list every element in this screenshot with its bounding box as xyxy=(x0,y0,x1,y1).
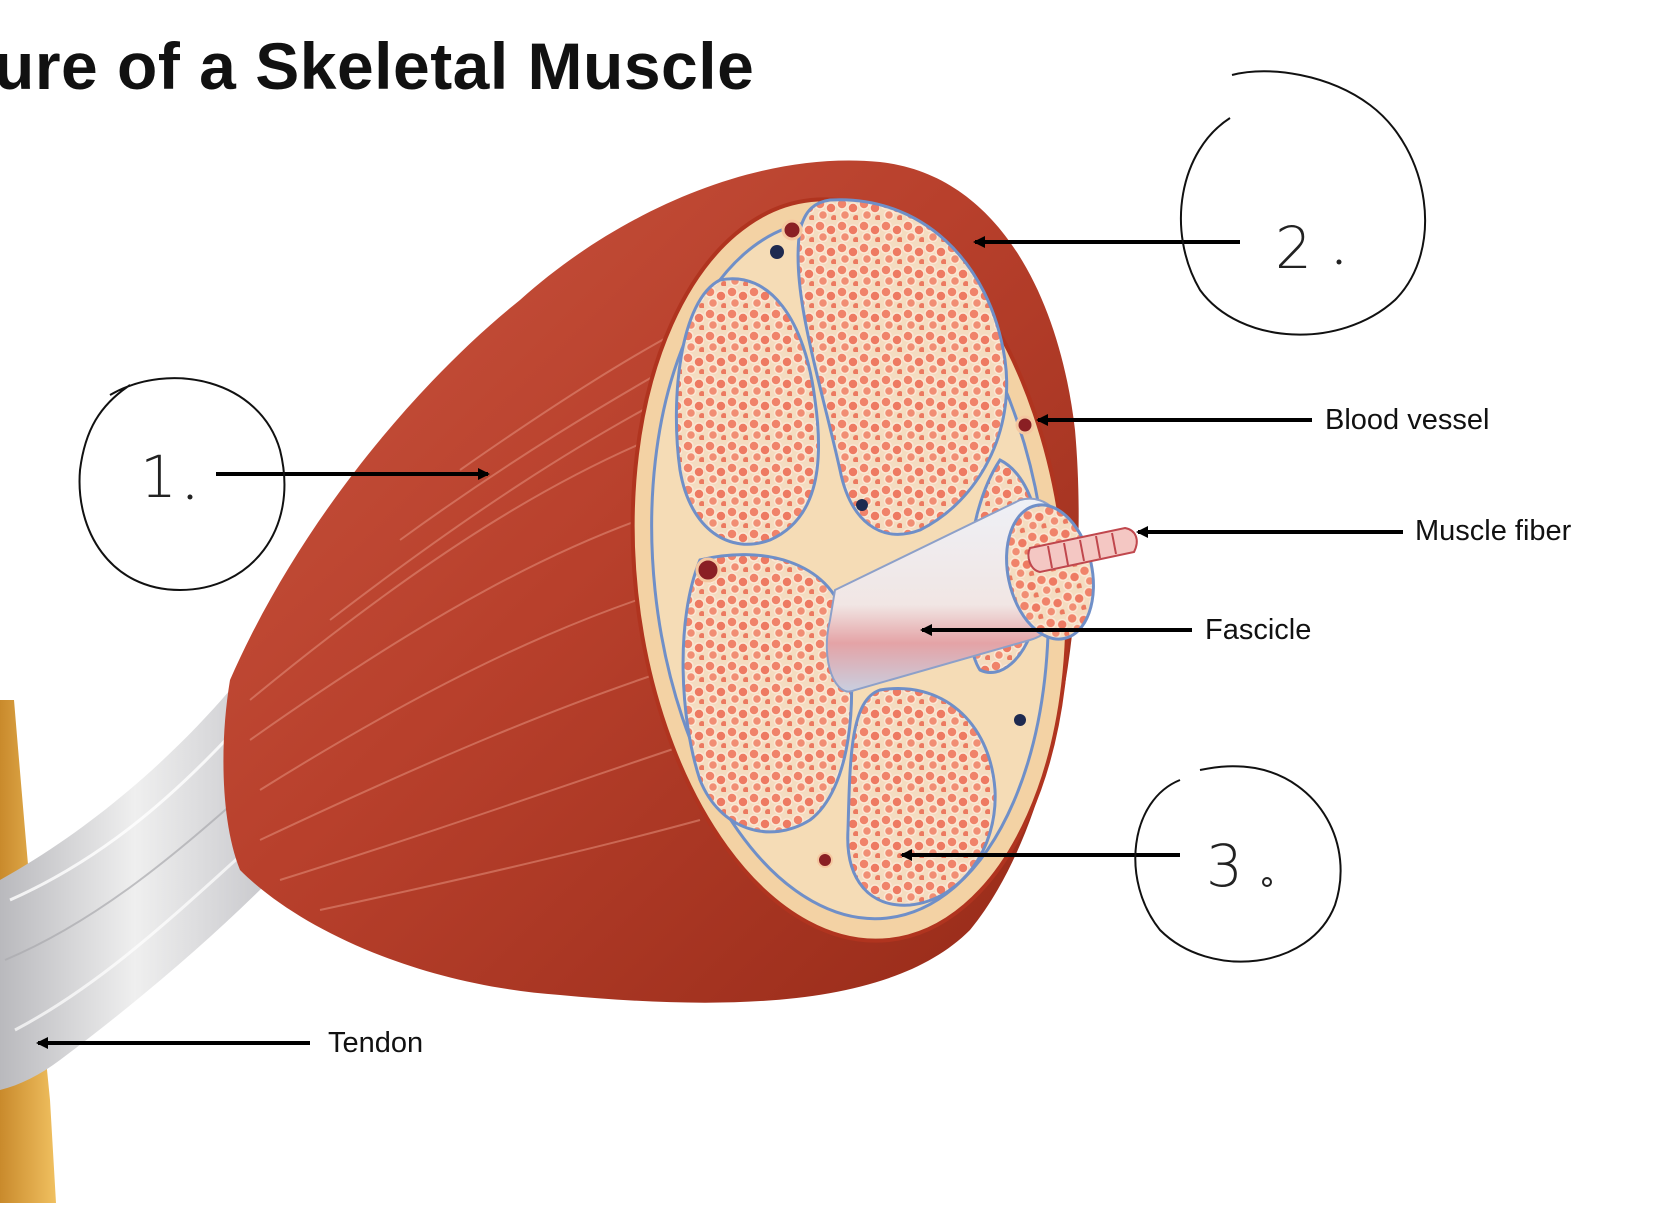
arrows xyxy=(36,236,1403,1049)
annotation-3-period xyxy=(1262,877,1272,887)
muscle-fiber-shape xyxy=(1027,526,1138,574)
fascicle-upper xyxy=(796,198,1009,536)
diagram-title: ure of a Skeletal Muscle xyxy=(0,29,755,103)
label-fascicle: Fascicle xyxy=(1205,614,1312,646)
hand-circle-2 xyxy=(1180,70,1426,336)
fascicle-lower-left xyxy=(681,553,854,834)
nerve-2 xyxy=(856,499,868,511)
hand-circle-1 xyxy=(78,377,286,592)
fascicle-upper-left xyxy=(674,277,821,546)
annotation-1-period xyxy=(187,494,193,500)
annotation-1: 1 xyxy=(140,443,177,511)
annotation-3: 3 xyxy=(1206,832,1243,900)
annotation-2: 2 xyxy=(1275,214,1312,282)
cross-section xyxy=(630,197,1070,943)
hand-circle-3 xyxy=(1134,765,1342,963)
label-blood-vessel: Blood vessel xyxy=(1325,404,1490,436)
nerve-3 xyxy=(1014,714,1026,726)
label-muscle-fiber: Muscle fiber xyxy=(1415,515,1572,547)
blood-vessel-4 xyxy=(817,852,833,868)
fascicle-lower-right xyxy=(846,687,997,907)
nerve-1 xyxy=(770,245,784,259)
blood-vessel-2 xyxy=(1015,415,1035,435)
hand-circles xyxy=(78,70,1426,963)
tendon-shape xyxy=(0,690,270,1090)
fascicle-cylinder xyxy=(825,497,1095,693)
annotation-2-period xyxy=(1336,259,1342,265)
blood-vessel-1 xyxy=(781,219,803,241)
handwritten-numbers: 1 2 3 xyxy=(140,214,1342,900)
label-tendon: Tendon xyxy=(328,1027,424,1059)
blood-vessel-3 xyxy=(695,557,721,583)
